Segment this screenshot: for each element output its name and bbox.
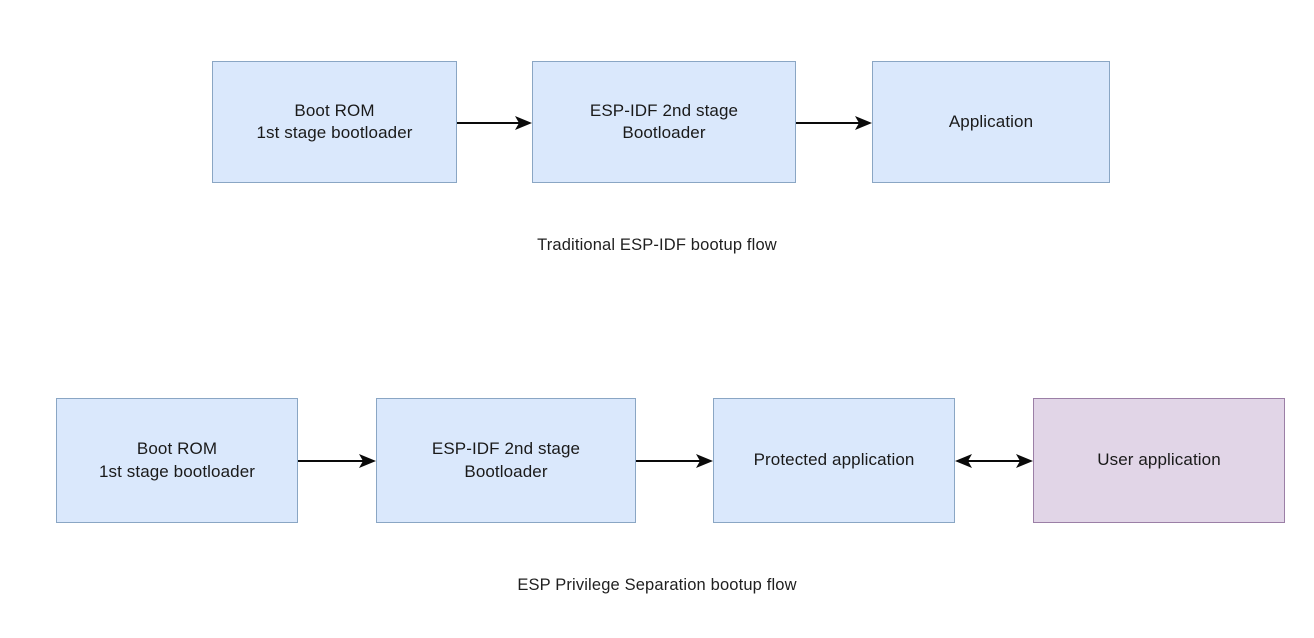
node-boot-rom[interactable]: Boot ROM 1st stage bootloader	[212, 61, 457, 183]
node-protected-application-label: Protected application	[753, 450, 915, 470]
edge-bootloader-2-to-protected-application	[636, 454, 713, 468]
edge-boot-rom-2-to-bootloader-2	[298, 454, 376, 468]
node-second-stage-bootloader-2[interactable]: ESP-IDF 2nd stage Bootloader	[376, 398, 636, 523]
node-boot-rom-2-label: Boot ROM 1st stage bootloader	[98, 439, 256, 481]
node-boot-rom-label: Boot ROM 1st stage bootloader	[256, 100, 413, 142]
node-second-stage-bootloader-2-label: ESP-IDF 2nd stage Bootloader	[431, 439, 581, 481]
edge-bootloader-to-application	[796, 116, 872, 130]
node-user-application[interactable]: User application	[1033, 398, 1285, 523]
edge-boot-rom-to-bootloader	[457, 116, 532, 130]
node-boot-rom-2[interactable]: Boot ROM 1st stage bootloader	[56, 398, 298, 523]
node-user-application-label: User application	[1097, 450, 1221, 470]
caption-traditional-flow: Traditional ESP-IDF bootup flow	[537, 236, 777, 254]
node-protected-application[interactable]: Protected application	[713, 398, 955, 523]
edge-protected-application-to-user-application	[955, 454, 1033, 468]
node-second-stage-bootloader[interactable]: ESP-IDF 2nd stage Bootloader	[532, 61, 796, 183]
node-second-stage-bootloader-label: ESP-IDF 2nd stage Bootloader	[589, 100, 739, 142]
node-application-label: Application	[948, 111, 1034, 131]
node-application[interactable]: Application	[872, 61, 1110, 183]
caption-privilege-separation-flow: ESP Privilege Separation bootup flow	[517, 576, 797, 594]
